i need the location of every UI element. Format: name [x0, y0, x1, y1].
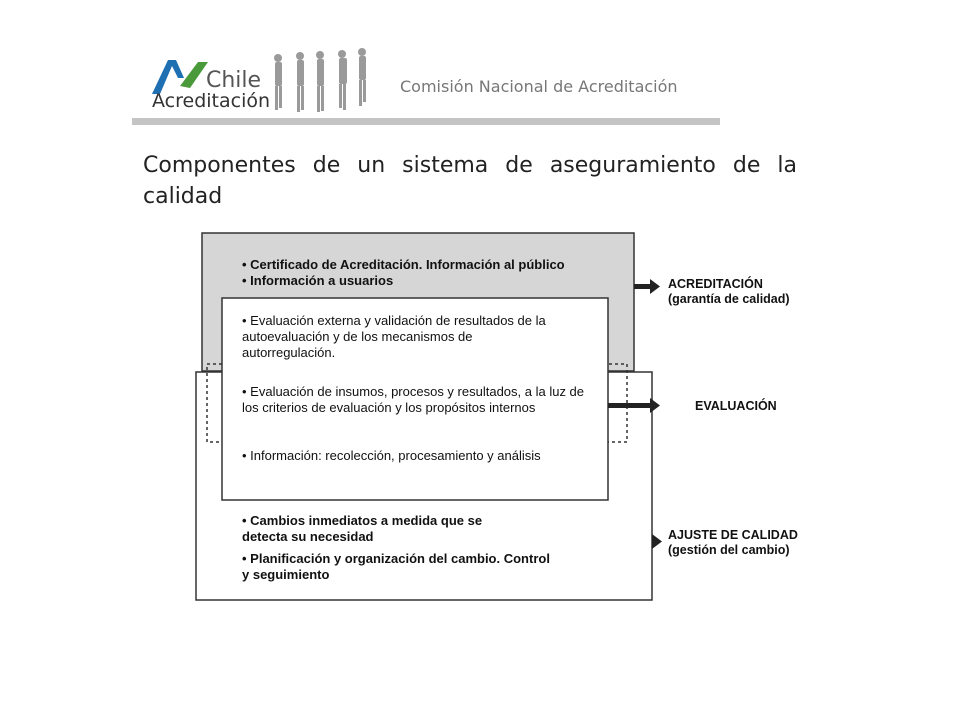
outer-item-usuarios: • Información a usuarios: [242, 273, 394, 288]
arrow-evaluacion-icon: [608, 398, 660, 413]
inner-item-evaluacion-insumos: • Evaluación de insumos, procesos y resu…: [242, 384, 585, 415]
inner-evaluation-box: [221, 297, 609, 501]
people-silhouettes-icon: [274, 48, 366, 112]
label-ajuste-sub: (gestión del cambio): [668, 543, 790, 557]
label-acreditacion-sub: (garantía de calidad): [668, 292, 790, 306]
header-divider: [132, 118, 720, 125]
label-ajuste-title: AJUSTE DE CALIDAD: [668, 528, 798, 542]
acreditacion-logo-icon: [152, 60, 208, 94]
label-acreditacion: ACREDITACIÓN (garantía de calidad): [668, 277, 790, 307]
bottom-item-cambios: • Cambios inmediatos a medida que se det…: [242, 513, 483, 544]
page-title: Componentes de un sistema de aseguramien…: [143, 153, 797, 209]
arrow-ajuste-icon: [652, 534, 662, 549]
logo-acreditacion-text: Acreditación: [152, 90, 271, 112]
outer-item-certificado: • Certificado de Acreditación. Informaci…: [242, 257, 565, 272]
arrow-acreditacion-icon: [634, 279, 660, 294]
label-evaluacion: EVALUACIÓN: [695, 399, 777, 413]
inner-item-evaluacion-externa: • Evaluación externa y validación de res…: [242, 313, 546, 360]
label-ajuste: AJUSTE DE CALIDAD (gestión del cambio): [668, 528, 798, 558]
organization-name: Comisión Nacional de Acreditación: [400, 77, 678, 96]
outer-box-items: • Certificado de Acreditación. Informaci…: [242, 257, 622, 289]
logo: Chile Acreditación: [150, 56, 390, 116]
logo-chile-text: Chile: [206, 68, 262, 93]
inner-item-informacion: • Información: recolección, procesamient…: [242, 448, 541, 463]
bottom-item-planificacion: • Planificación y organización del cambi…: [242, 551, 550, 582]
label-acreditacion-title: ACREDITACIÓN: [668, 277, 763, 291]
